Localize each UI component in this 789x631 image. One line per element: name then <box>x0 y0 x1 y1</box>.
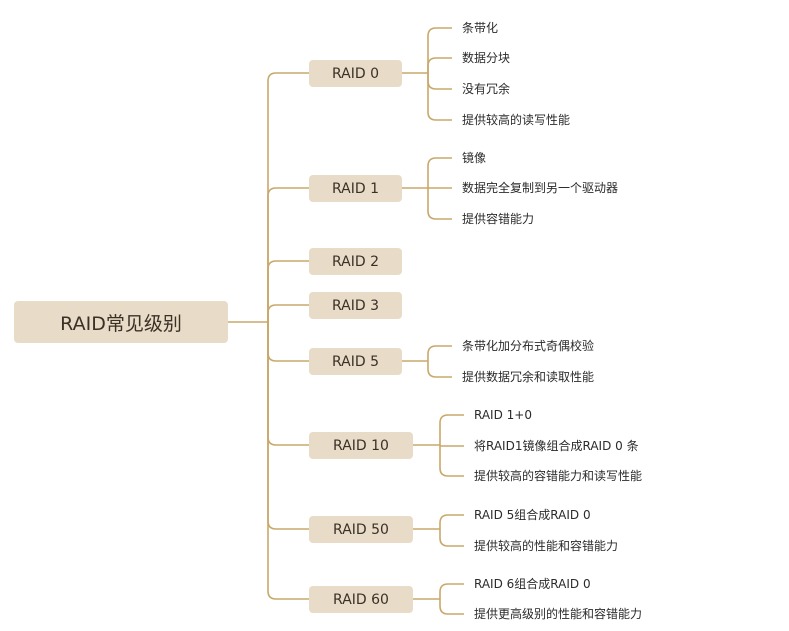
leaf-raid60-performance[interactable]: 提供更高级别的性能和容错能力 <box>474 607 643 621</box>
branch-raid-2[interactable]: RAID 2 <box>309 248 402 275</box>
branch-raid-3[interactable]: RAID 3 <box>309 292 402 319</box>
branch-raid-0[interactable]: RAID 0 <box>309 60 402 87</box>
root-connector-edge-4 <box>267 322 309 362</box>
raid60-connector-edge-1 <box>439 599 464 615</box>
leaf-raid50-combo[interactable]: RAID 5组合成RAID 0 <box>474 508 591 522</box>
raid1-connector-edge-0 <box>427 157 452 188</box>
branch-raid-10[interactable]: RAID 10 <box>309 432 413 459</box>
raid10-connector-edge-2 <box>439 445 464 477</box>
root-connector-edge-6 <box>267 322 309 530</box>
raid0-connector-edge-2 <box>427 73 452 90</box>
leaf-raid0-striping[interactable]: 条带化 <box>462 21 499 35</box>
leaf-raid0-block[interactable]: 数据分块 <box>462 51 511 65</box>
leaf-raid5-redundancy[interactable]: 提供数据冗余和读取性能 <box>462 370 595 384</box>
root-connector-edge-1 <box>267 187 309 322</box>
leaf-raid1-copy[interactable]: 数据完全复制到另一个驱动器 <box>462 181 619 195</box>
raid50-connector-edge-1 <box>439 529 464 547</box>
raid60-connector-edge-0 <box>439 583 464 599</box>
leaf-raid10-combo[interactable]: RAID 1+0 <box>474 408 532 422</box>
leaf-raid10-mirrorstripe[interactable]: 将RAID1镜像组合成RAID 0 条 <box>474 439 639 453</box>
root-connector-edge-7 <box>267 322 309 600</box>
leaf-raid1-mirror[interactable]: 镜像 <box>462 151 487 165</box>
branch-raid-60[interactable]: RAID 60 <box>309 586 413 613</box>
raid0-connector-edge-0 <box>427 27 452 73</box>
leaf-raid5-parity[interactable]: 条带化加分布式奇偶校验 <box>462 339 595 353</box>
raid5-connector-edge-1 <box>427 361 452 378</box>
branch-raid-50[interactable]: RAID 50 <box>309 516 413 543</box>
leaf-raid50-performance[interactable]: 提供较高的性能和容错能力 <box>474 539 619 553</box>
raid50-connector-edge-0 <box>439 514 464 529</box>
leaf-raid60-combo[interactable]: RAID 6组合成RAID 0 <box>474 577 591 591</box>
root-node[interactable]: RAID常见级别 <box>14 301 228 343</box>
leaf-raid1-faulttolerance[interactable]: 提供容错能力 <box>462 212 535 226</box>
root-connector-edge-0 <box>267 72 309 322</box>
raid0-connector-edge-3 <box>427 73 452 121</box>
leaf-raid10-performance[interactable]: 提供较高的容错能力和读写性能 <box>474 469 643 483</box>
branch-raid-1[interactable]: RAID 1 <box>309 175 402 202</box>
root-connector-edge-5 <box>267 322 309 446</box>
branch-raid-5[interactable]: RAID 5 <box>309 348 402 375</box>
raid1-connector-edge-2 <box>427 188 452 220</box>
raid10-connector-edge-0 <box>439 414 464 445</box>
root-connector-edge-2 <box>267 260 309 322</box>
root-connector-edge-3 <box>267 304 309 322</box>
leaf-raid0-performance[interactable]: 提供较高的读写性能 <box>462 113 571 127</box>
leaf-raid0-noredundancy[interactable]: 没有冗余 <box>462 82 511 96</box>
raid5-connector-edge-0 <box>427 345 452 361</box>
raid0-connector-edge-1 <box>427 57 452 73</box>
